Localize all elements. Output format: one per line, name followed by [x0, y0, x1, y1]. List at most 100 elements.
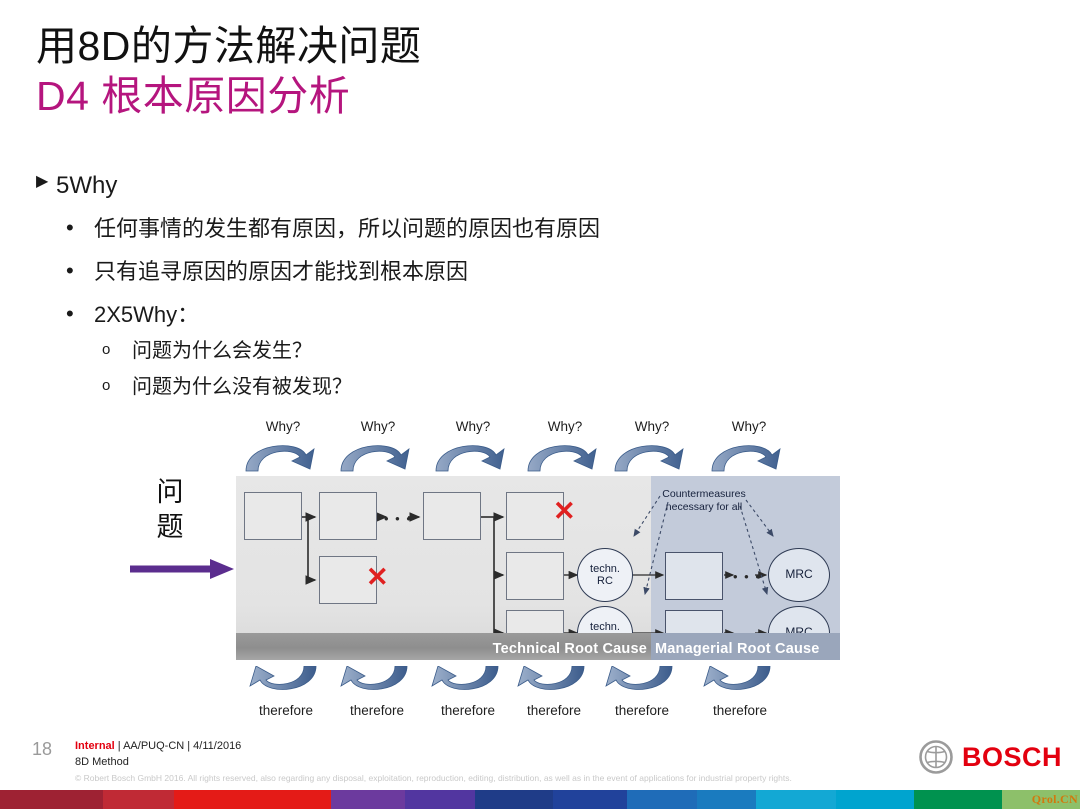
bullet-level3-text: 问题为什么会发生？	[132, 340, 312, 363]
therefore-arrow-row: therefore therefore therefor	[236, 665, 840, 724]
bullet-level2-text: 2X5Why：	[94, 301, 200, 327]
why-arrow-row: Why? Why? Why?	[236, 419, 840, 478]
why-curved-arrow-icon	[614, 445, 684, 472]
therefore-arrow-group: therefore	[596, 665, 688, 719]
cross-mark-icon: ✕	[553, 496, 576, 526]
managerial-root-cause-label: Managerial Root Cause	[655, 641, 820, 657]
bullet-list: ▶ 5Why • 任何事情的发生都有原因，所以问题的原因也有原因 • 只有追寻原…	[36, 170, 856, 401]
bullet-level2: • 2X5Why：	[36, 300, 856, 330]
why-label: Why?	[360, 419, 396, 434]
why-curved-arrow-icon	[711, 445, 781, 472]
bullet-level2-text: 只有追寻原因的原因才能找到根本原因	[94, 258, 469, 284]
page-title: 用8D的方法解决问题 D4 根本原因分析	[36, 22, 421, 121]
color-bar-segment	[755, 790, 837, 809]
technical-root-cause-band	[236, 633, 651, 660]
dot-bullet-icon: •	[66, 300, 74, 326]
therefore-label: therefore	[349, 703, 405, 718]
cause-box	[423, 492, 481, 540]
footer-subject: 8D Method	[75, 756, 129, 768]
bosch-symbol-icon	[919, 740, 953, 774]
therefore-curved-arrow-icon	[605, 665, 673, 690]
therefore-label: therefore	[712, 703, 768, 718]
footer-copyright: © Robert Bosch GmbH 2016. All rights res…	[75, 773, 792, 783]
classification-label: Internal	[75, 740, 115, 752]
mrc-label: MRC	[785, 567, 813, 582]
color-bar-segment	[1001, 790, 1080, 809]
page-number: 18	[32, 739, 53, 759]
color-bar-segment	[553, 790, 628, 809]
color-bar-segment	[404, 790, 475, 809]
bullet-level1-text: 5Why	[56, 172, 118, 199]
why-curved-arrow-icon	[340, 445, 410, 472]
why-arrow-group: Why?	[522, 419, 608, 478]
technical-root-cause-label: Technical Root Cause	[492, 641, 647, 657]
dot-bullet-icon: •	[66, 215, 74, 241]
therefore-curved-arrow-icon	[703, 665, 771, 690]
countermeasures-line-1: Countermeasures	[662, 488, 746, 500]
ellipsis-horizontal: • • •	[733, 569, 762, 584]
why-arrow-group: Why?	[240, 419, 326, 478]
technical-root-cause-node: techn. RC	[577, 548, 633, 602]
techn-rc-line1: techn.	[590, 620, 620, 633]
bullet-level2: • 任何事情的发生都有原因，所以问题的原因也有原因	[36, 214, 856, 244]
managerial-cause-box	[665, 552, 723, 600]
watermark-text: Qrol.CN	[1031, 792, 1078, 806]
cause-box	[506, 492, 564, 540]
color-bar-segment	[102, 790, 175, 809]
root-cause-flow: • • • ✕ ✕ techn. RC techn. RC	[236, 476, 840, 660]
therefore-label: therefore	[258, 703, 314, 718]
techn-rc-line1: techn.	[590, 562, 620, 575]
bosch-logo: BOSCH	[919, 740, 1062, 774]
why-curved-arrow-icon	[527, 445, 597, 472]
footer-meta: Internal | AA/PUQ-CN | 4/11/2016	[75, 740, 241, 752]
therefore-label: therefore	[526, 703, 582, 718]
countermeasures-line-2: necessary for all	[665, 501, 743, 514]
managerial-root-cause-band	[651, 633, 840, 660]
circle-bullet-icon: o	[102, 341, 111, 359]
color-bar-segment	[836, 790, 915, 809]
bullet-level2-text: 任何事情的发生都有原因，所以问题的原因也有原因	[94, 216, 601, 242]
therefore-arrow-group: therefore	[240, 665, 332, 719]
cross-mark-icon: ✕	[366, 562, 389, 592]
therefore-curved-arrow-icon	[517, 665, 585, 690]
therefore-label: therefore	[440, 703, 496, 718]
why-arrow-group: Why?	[706, 419, 792, 478]
color-bar-segment	[914, 790, 1002, 809]
therefore-arrow-group: therefore	[694, 665, 786, 719]
input-arrow-icon	[130, 559, 234, 579]
bullet-level2: • 只有追寻原因的原因才能找到根本原因	[36, 257, 856, 287]
why-arrow-group: Why?	[335, 419, 421, 478]
why-label: Why?	[634, 419, 670, 434]
color-bar-segment	[696, 790, 756, 809]
therefore-label: therefore	[614, 703, 670, 718]
therefore-arrow-group: therefore	[331, 665, 423, 719]
cause-box	[506, 552, 564, 600]
therefore-arrow-group: therefore	[508, 665, 600, 719]
color-bar-segment	[474, 790, 554, 809]
therefore-curved-arrow-icon	[340, 665, 408, 690]
color-bar-segment	[174, 790, 331, 809]
therefore-arrow-group: therefore	[422, 665, 514, 719]
title-main: 用8D的方法解决问题	[36, 23, 422, 69]
five-why-diagram: 问题 Why? Why?	[130, 419, 890, 730]
dot-bullet-icon: •	[66, 257, 74, 283]
countermeasures-note: Countermeasures necessary for all	[644, 488, 764, 514]
bullet-level3: o 问题为什么会发生？	[36, 338, 856, 365]
managerial-root-cause-node: MRC	[768, 548, 830, 602]
color-bar-segment	[0, 790, 103, 809]
slide-footer: 18 Internal | AA/PUQ-CN | 4/11/2016 8D M…	[0, 735, 1080, 785]
cause-box	[319, 492, 377, 540]
why-curved-arrow-icon	[245, 445, 315, 472]
bullet-level3-text: 问题为什么没有被发现？	[132, 376, 352, 399]
cause-box	[319, 556, 377, 604]
cause-box	[244, 492, 302, 540]
color-bar-segment	[330, 790, 405, 809]
why-label: Why?	[265, 419, 301, 434]
why-label: Why?	[731, 419, 767, 434]
footer-meta-text: | AA/PUQ-CN | 4/11/2016	[114, 740, 242, 752]
circle-bullet-icon: o	[102, 377, 111, 395]
therefore-curved-arrow-icon	[249, 665, 317, 690]
therefore-curved-arrow-icon	[431, 665, 499, 690]
why-arrow-group: Why?	[430, 419, 516, 478]
